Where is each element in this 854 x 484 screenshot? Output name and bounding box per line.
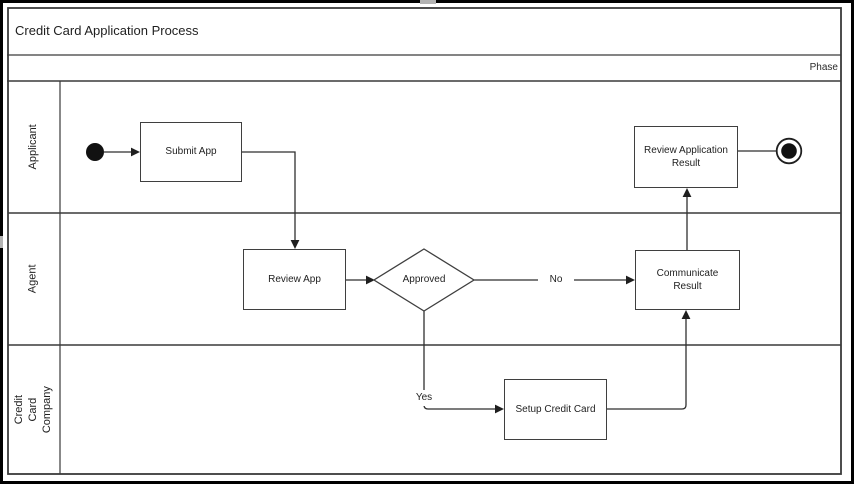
selection-handle-left[interactable] [0,236,3,248]
connector-setup-to-communicate [607,319,687,410]
arrowhead-setup-to-communicate [681,310,691,319]
approved-gateway-label: Approved [402,274,446,285]
arrowhead-review-to-gateway [366,275,375,285]
task-communicate-result[interactable]: Communicate Result [635,250,740,310]
pool-title: Credit Card Application Process [15,23,199,38]
lane-label-agent-text: Agent [26,264,39,294]
approved-gateway-shape[interactable] [372,248,476,312]
arrowhead-communicate-to-review-result [682,188,692,197]
arrowhead-submit-to-review [290,240,300,249]
task-review-application-result[interactable]: Review Application Result [634,126,738,188]
start-event[interactable] [86,143,104,161]
connector-submit-to-review [242,151,296,240]
lane-label-applicant-text: Applicant [26,124,39,170]
lane-label-applicant: Applicant [7,81,60,213]
lane-label-credit-card-company: Credit Card Company [7,345,60,475]
edge-label-yes: Yes [405,390,443,406]
end-event-core[interactable] [781,143,797,159]
arrowhead-gateway-yes-to-setup [495,404,504,414]
lane-label-agent: Agent [7,213,60,345]
arrowhead-gateway-no-to-communicate [626,275,635,285]
lane-label-credit-card-company-text: Credit Card Company [12,386,53,434]
task-setup-credit-card[interactable]: Setup Credit Card [504,379,607,440]
edge-label-no: No [538,272,574,288]
task-review-app[interactable]: Review App [243,249,346,310]
task-submit-app[interactable]: Submit App [140,122,242,182]
selection-handle-top[interactable] [420,0,436,4]
arrowhead-start-to-submit [131,147,140,157]
phase-label: Phase [809,62,838,73]
pool-border [7,7,842,475]
